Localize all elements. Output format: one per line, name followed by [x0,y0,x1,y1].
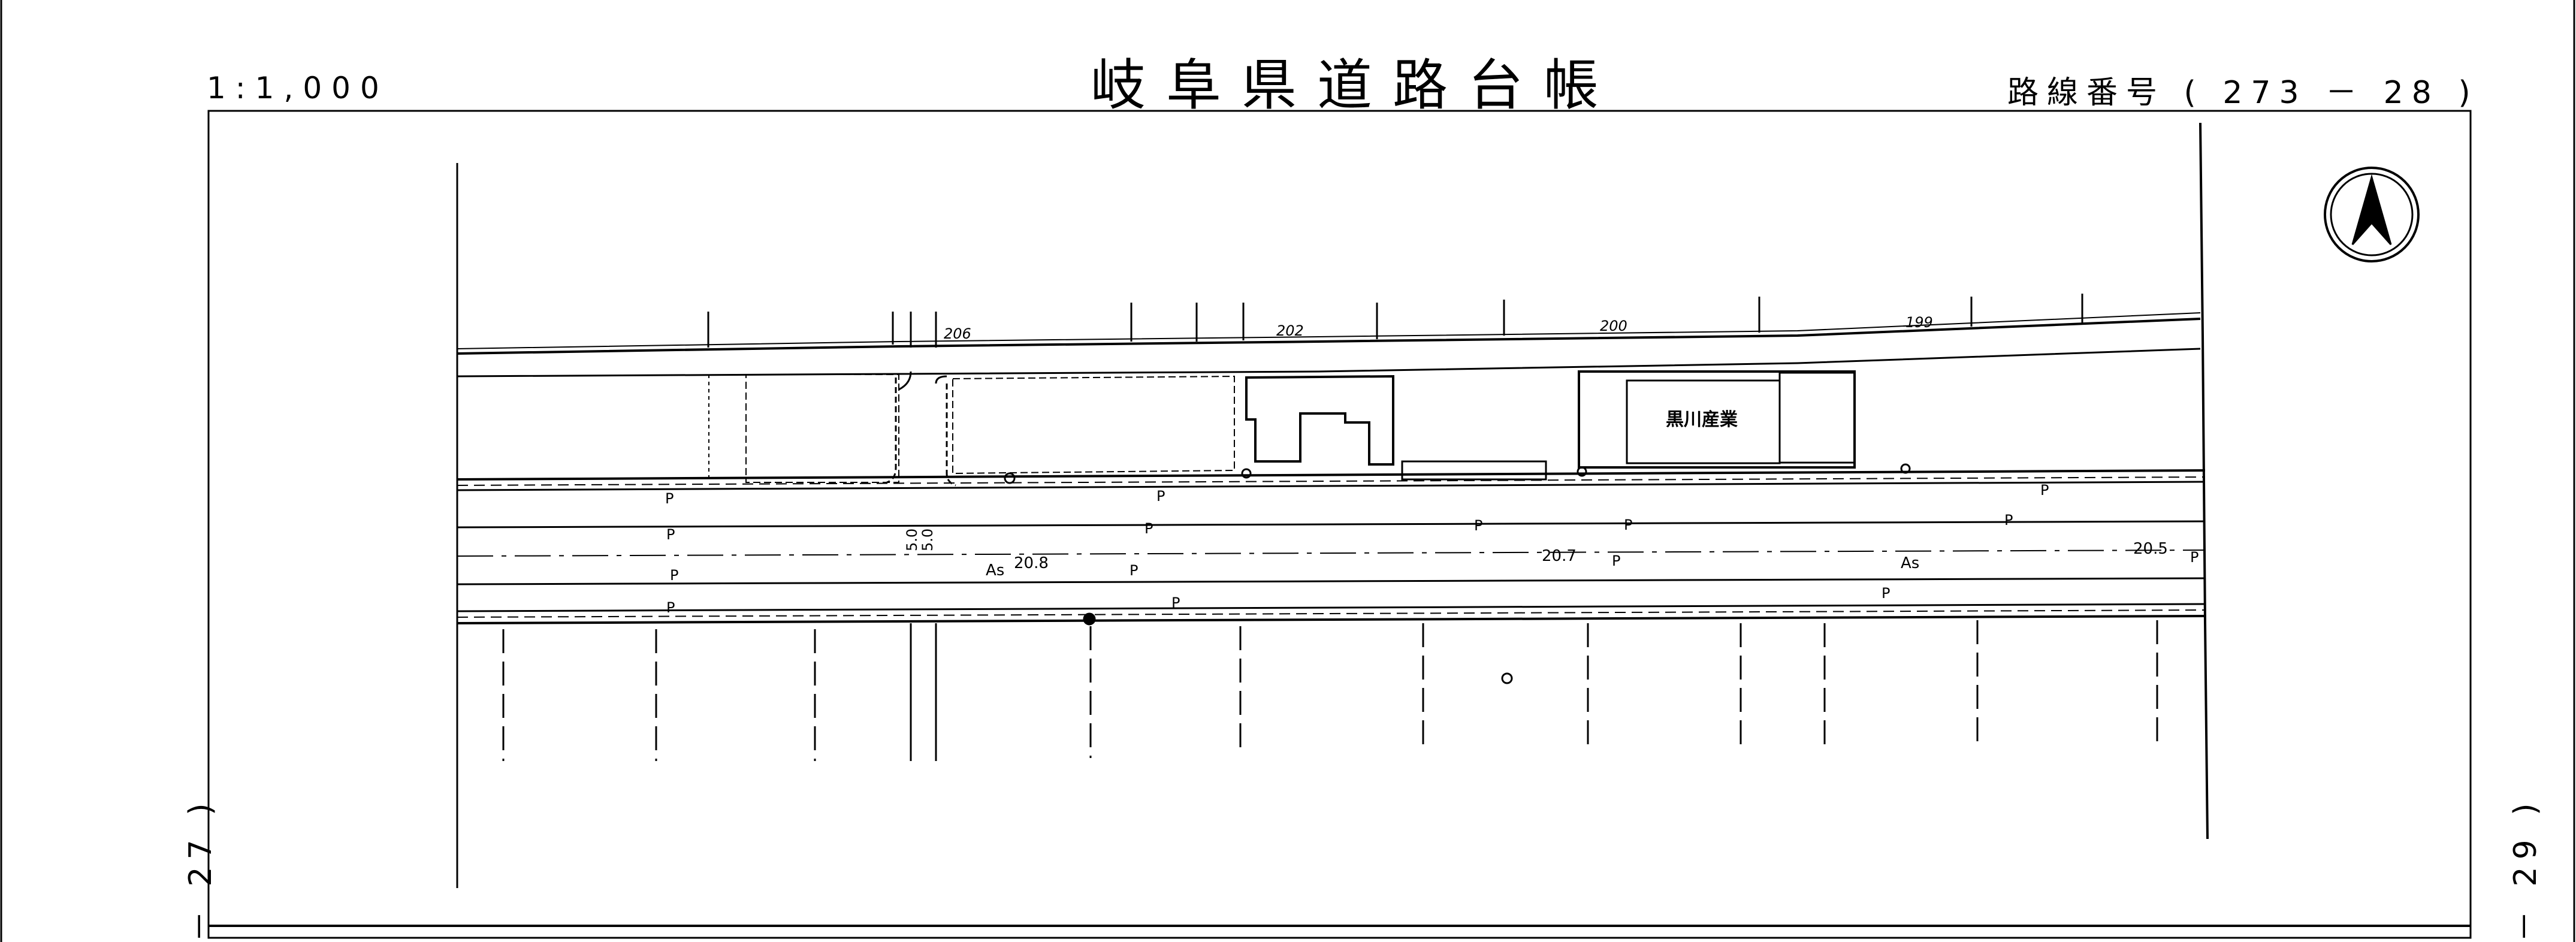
pole-mark-8: P [2004,512,2013,529]
building-3 [1778,372,1856,464]
contour-label-2: 202 [1276,322,1304,339]
map-frame [207,110,2472,939]
parcel-block-1 [745,374,899,483]
side-road-west-edge [898,312,912,391]
pole-mark-1: P [665,490,674,507]
elevation-label-1: 20.8 [1014,554,1049,572]
north-arrow-icon [2324,167,2420,262]
width-label-1: 5.0 [904,529,920,551]
pole-mark-10: P [1130,562,1138,579]
plot-right-edge [2199,122,2209,840]
parcel-block-2 [952,375,1235,475]
utility-markers [1004,463,1911,684]
pole-mark-2: P [1156,488,1165,505]
contour-label-4: 199 [1905,314,1933,331]
elevation-label-2: 20.7 [1542,547,1577,565]
pole-mark-4: P [666,526,675,543]
surface-label-1: As [986,561,1004,579]
elevation-label-3: 20.5 [2133,540,2168,558]
contour-label-1: 206 [944,325,971,342]
page-title: 岐阜県道路台帳 [1091,53,1620,117]
side-curb-w [886,378,897,484]
building-label: 黒川産業 [1666,409,1738,430]
north-parcel-line [457,348,2201,378]
pole-mark-7: P [1624,517,1632,533]
route-number: 路線番号 ( 273 － 28 ) [2007,75,2479,111]
side-curb-e [946,384,956,487]
side-road-east-edge [935,312,947,384]
shed-1 [1401,460,1547,481]
pole-mark-3: P [2040,482,2049,499]
pole-mark-6: P [1474,517,1482,534]
building-1 [1245,375,1394,466]
pole-mark-9: P [670,567,678,584]
pole-mark-14: P [1171,594,1180,611]
north-road-edge-2 [457,312,2201,349]
north-road-edge [457,318,2201,355]
map-scale: 1:1,000 [207,71,389,105]
north-fence-ticks [707,294,2083,348]
pole-mark-12: P [2190,549,2198,566]
pole-mark-11: P [1612,552,1620,569]
south-fence-lines [502,620,2158,761]
surface-label-2: As [1901,554,1919,572]
pole-mark-15: P [1882,585,1890,602]
pole-mark-13: P [666,599,675,616]
pole-mark-5: P [1144,520,1153,537]
width-label-2: 5.0 [919,529,936,551]
contour-label-3: 200 [1600,318,1627,334]
main-road [457,469,2206,624]
